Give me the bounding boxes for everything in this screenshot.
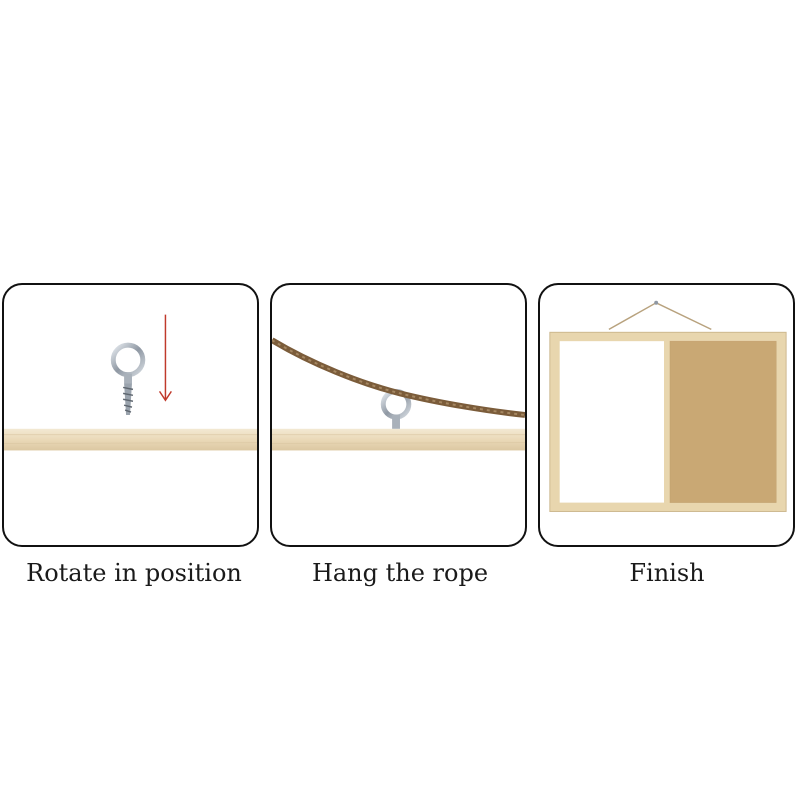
finished-board-illustration (549, 300, 787, 512)
whiteboard-surface (559, 341, 665, 503)
step-panel-finish (538, 283, 795, 547)
hang-rope-illustration (272, 337, 525, 451)
frame-divider (664, 341, 670, 503)
wood-strip (4, 428, 257, 451)
step-panel-rotate (2, 283, 259, 547)
wood-grain (4, 442, 257, 445)
rotate-illustration (4, 314, 257, 451)
step-caption-rotate: Rotate in position (26, 559, 242, 587)
step-caption-finish: Finish (629, 559, 705, 587)
step-caption-hang-rope: Hang the rope (311, 559, 489, 587)
down-arrow-icon (158, 314, 172, 402)
rope-icon (272, 337, 525, 418)
hanging-wire-icon (608, 300, 712, 331)
screw-eye-icon (110, 342, 146, 415)
wood-grain (272, 442, 525, 445)
wood-strip (272, 428, 525, 451)
cork-texture (669, 340, 777, 503)
step-panel-hang-rope (270, 283, 527, 547)
cork-board-surface (669, 341, 777, 503)
